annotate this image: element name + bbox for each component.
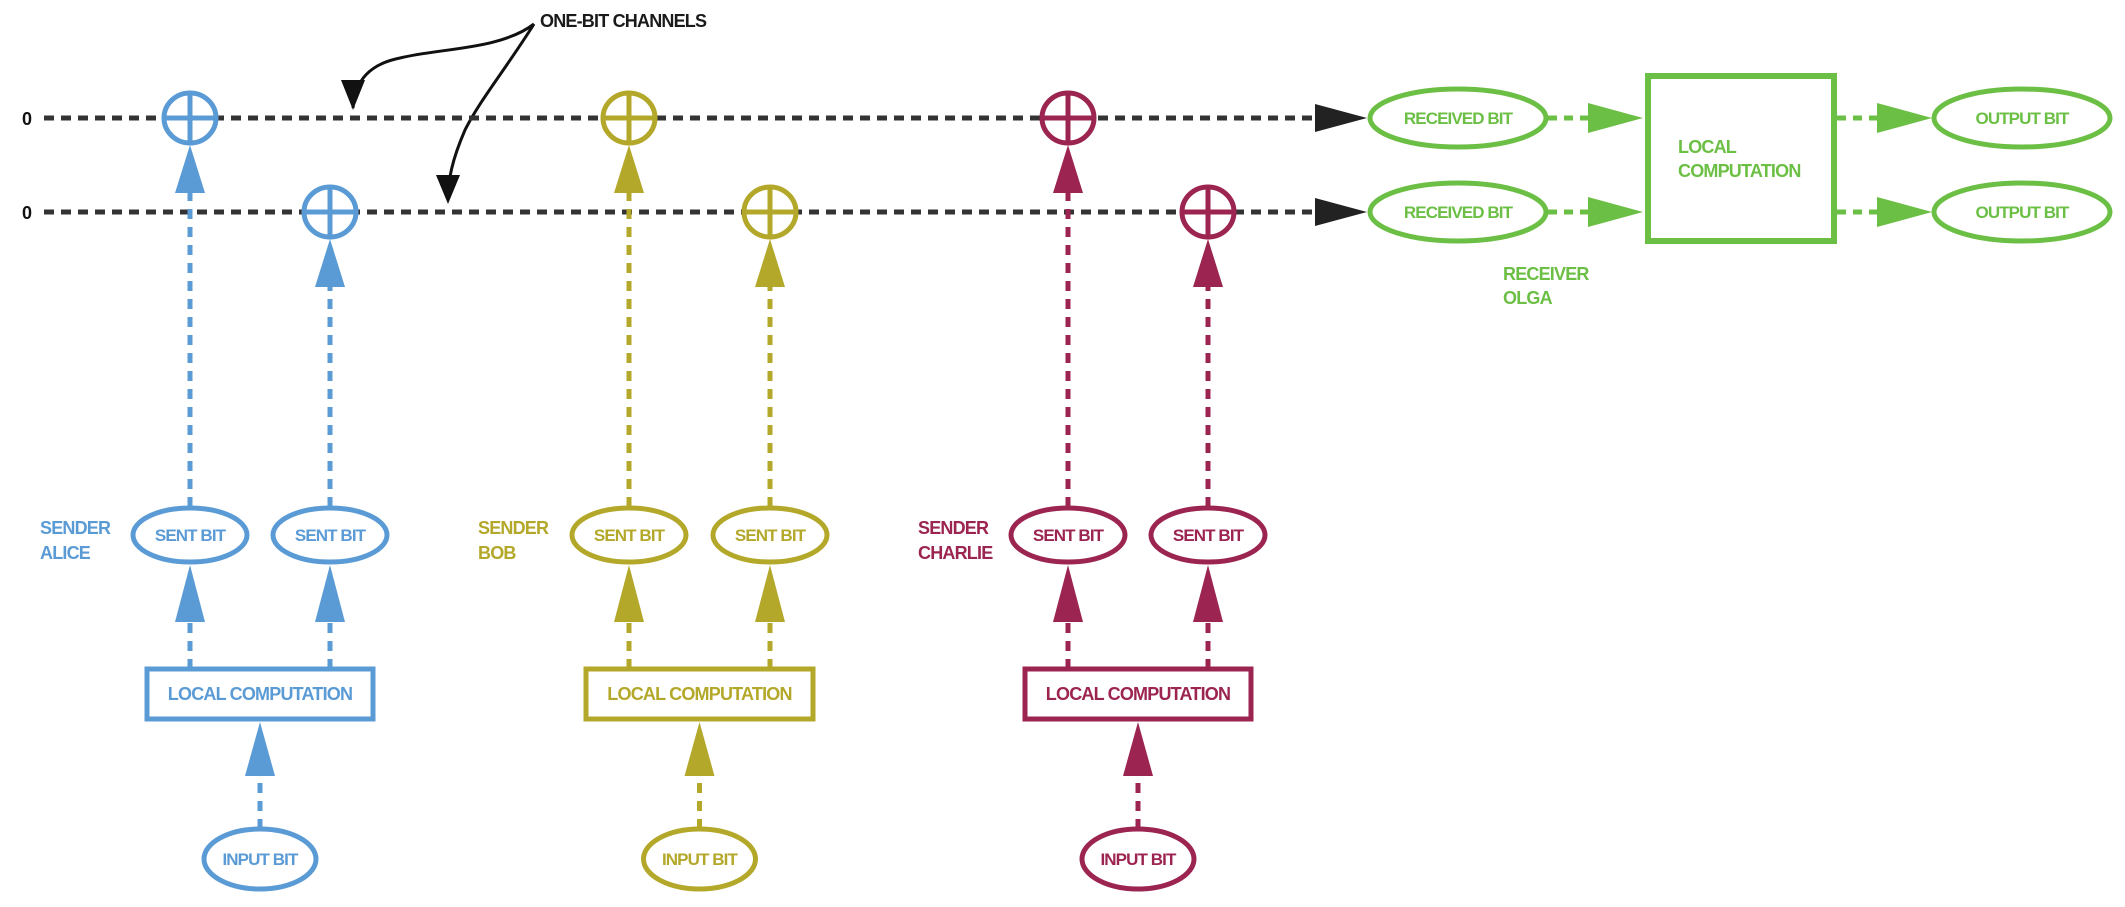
channel-1-initial-value: 0 <box>22 109 32 129</box>
sender-charlie-sent-2-arrowhead <box>1193 565 1223 622</box>
sender-charlie-local-computation-label: LOCAL COMPUTATION <box>1046 684 1230 704</box>
sender-bob-role-label: SENDER <box>478 518 549 538</box>
received-bit-1: RECEIVED BIT <box>1367 86 1549 150</box>
received-bit-2-label: RECEIVED BIT <box>1404 203 1514 222</box>
sender-bob-xor-2-arrowhead <box>755 239 785 287</box>
channel-2: 0 <box>22 198 1367 226</box>
sender-bob-sent-bit-2: SENT BIT <box>710 505 830 565</box>
sender-alice-sent-1-arrowhead <box>175 565 205 622</box>
channel-2-initial-value: 0 <box>22 203 32 223</box>
sender-charlie-sent-bit-1: SENT BIT <box>1008 505 1128 565</box>
sender-bob-sent-2-arrowhead <box>755 565 785 622</box>
sender-charlie-sent-bit-2: SENT BIT <box>1148 505 1268 565</box>
sender-alice-sent-bit-1-label: SENT BIT <box>155 526 227 545</box>
sender-charlie-role-label: SENDER <box>918 518 989 538</box>
sender-bob-sent-bit-2-ellipse <box>710 505 830 565</box>
sender-bob: SENDER BOB SENT BIT SENT BIT LOCAL COMPUTATI… <box>478 90 830 892</box>
received-bit-1-ellipse <box>1367 86 1549 150</box>
sender-bob-local-computation-box <box>583 666 816 722</box>
sender-bob-xor-1-arrowhead <box>614 145 644 193</box>
sender-charlie-sent-1-arrowhead <box>1053 565 1083 622</box>
sender-bob-xor-channel-1 <box>600 90 658 146</box>
output-bit-1-label: OUTPUT BIT <box>1976 109 2071 128</box>
sender-alice-input-arrowhead <box>245 722 275 776</box>
senders: SENDER ALICE SENT BIT SENT BIT LOCAL COMPUTA… <box>40 90 1268 892</box>
sender-bob-input-bit-ellipse <box>641 826 758 892</box>
output-bit-2-label: OUTPUT BIT <box>1976 203 2071 222</box>
receiver-local-computation-box <box>1645 73 1837 244</box>
sender-bob-sent-bit-1-ellipse <box>569 505 689 565</box>
sender-charlie-xor-1-arrowhead <box>1053 145 1083 193</box>
sender-alice-sent-bit-1-ellipse <box>130 505 250 565</box>
sender-charlie-sent-bit-1-label: SENT BIT <box>1033 526 1105 545</box>
receiver-role-label: RECEIVER <box>1503 264 1589 284</box>
sender-alice-sent-bit-1: SENT BIT <box>130 505 250 565</box>
output-2-arrowhead <box>1877 197 1932 227</box>
annotation-arrowhead-2 <box>436 175 460 204</box>
sender-alice-sent-bit-2-label: SENT BIT <box>295 526 367 545</box>
sender-bob-sent-bit-1: SENT BIT <box>569 505 689 565</box>
one-bit-channels-annotation: ONE-BIT CHANNELS <box>341 11 708 204</box>
sender-charlie-name-label: CHARLIE <box>918 543 993 563</box>
sender-alice-sent-2-arrowhead <box>315 565 345 622</box>
sender-bob-input-bit: INPUT BIT <box>641 826 758 892</box>
received-bit-2-ellipse <box>1367 180 1549 244</box>
annotation-arrowhead-1 <box>341 80 365 110</box>
sender-charlie-input-bit-label: INPUT BIT <box>1100 850 1177 869</box>
one-bit-channels-label: ONE-BIT CHANNELS <box>540 11 707 31</box>
sender-charlie: SENDER CHARLIE SENT BIT SENT BIT LOCAL COMPU… <box>918 90 1268 892</box>
output-1-arrowhead <box>1877 103 1932 133</box>
sender-bob-xor-channel-2 <box>741 184 799 240</box>
received-1-arrowhead <box>1588 103 1643 133</box>
sender-charlie-input-arrowhead <box>1123 722 1153 776</box>
channel-1-arrowhead <box>1315 104 1367 132</box>
sender-alice-local-computation-box <box>144 666 376 722</box>
sender-alice-input-bit: INPUT BIT <box>201 826 319 892</box>
sender-alice-xor-channel-2 <box>301 184 359 240</box>
sender-alice: SENDER ALICE SENT BIT SENT BIT LOCAL COMPUTA… <box>40 90 390 892</box>
channel-2-arrowhead <box>1315 198 1367 226</box>
sender-alice-xor-2-arrowhead <box>315 239 345 287</box>
sender-bob-sent-bit-2-label: SENT BIT <box>735 526 807 545</box>
sender-charlie-xor-2-arrowhead <box>1193 239 1223 287</box>
sender-alice-xor-1-arrowhead <box>175 145 205 193</box>
annotation-arrow-channel-2 <box>446 23 536 201</box>
sender-charlie-sent-bit-1-ellipse <box>1008 505 1128 565</box>
received-2-arrowhead <box>1588 197 1643 227</box>
sender-bob-sent-bit-1-label: SENT BIT <box>594 526 666 545</box>
sender-alice-role-label: SENDER <box>40 518 111 538</box>
sender-alice-input-bit-ellipse <box>201 826 319 892</box>
sender-bob-local-computation-label: LOCAL COMPUTATION <box>607 684 791 704</box>
sender-charlie-input-bit-ellipse <box>1079 826 1197 892</box>
received-bit-2: RECEIVED BIT <box>1367 180 1549 244</box>
sender-alice-input-bit-label: INPUT BIT <box>222 850 299 869</box>
receiver-local-computation-line1: LOCAL <box>1678 137 1737 157</box>
sender-bob-name-label: BOB <box>478 543 516 563</box>
sender-charlie-input-bit: INPUT BIT <box>1079 826 1197 892</box>
sender-alice-xor-channel-1 <box>161 90 219 146</box>
sender-bob-sent-1-arrowhead <box>614 565 644 622</box>
sender-alice-sent-bit-2: SENT BIT <box>270 505 390 565</box>
channel-1: 0 <box>22 104 1367 132</box>
receiver-local-computation-line2: COMPUTATION <box>1678 161 1801 181</box>
sender-bob-input-bit-label: INPUT BIT <box>662 850 739 869</box>
sender-bob-input-arrowhead <box>684 722 715 776</box>
sender-charlie-local-computation-box <box>1022 666 1254 722</box>
output-bit-2-ellipse <box>1931 180 2113 244</box>
sender-charlie-sent-bit-2-label: SENT BIT <box>1173 526 1245 545</box>
sender-charlie-sent-bit-2-ellipse <box>1148 505 1268 565</box>
output-bit-1: OUTPUT BIT <box>1931 86 2113 150</box>
receiver-olga: RECEIVED BIT RECEIVED BIT LOCAL COMPUTAT… <box>1367 73 2113 308</box>
sender-alice-local-computation-label: LOCAL COMPUTATION <box>168 684 352 704</box>
sender-alice-name-label: ALICE <box>40 543 91 563</box>
output-bit-2: OUTPUT BIT <box>1931 180 2113 244</box>
received-bit-1-label: RECEIVED BIT <box>1404 109 1514 128</box>
sender-charlie-xor-channel-2 <box>1179 184 1237 240</box>
sender-charlie-xor-channel-1 <box>1039 90 1097 146</box>
receiver-name-label: OLGA <box>1503 288 1553 308</box>
output-bit-1-ellipse <box>1931 86 2113 150</box>
sender-alice-sent-bit-2-ellipse <box>270 505 390 565</box>
